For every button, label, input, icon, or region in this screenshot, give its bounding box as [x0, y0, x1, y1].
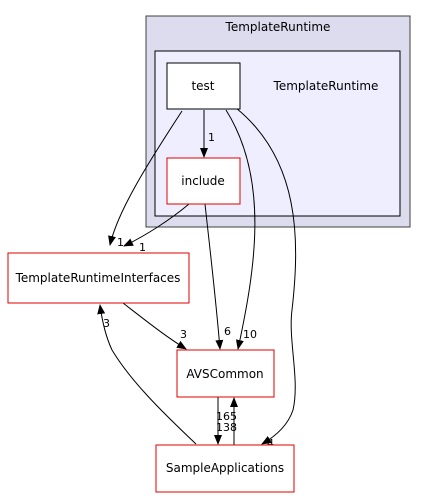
edge-label-sample-interfaces: 3 [103, 317, 110, 330]
node-include[interactable]: include [166, 157, 241, 205]
edge-label-avscommon-sample: 165 [216, 410, 237, 423]
node-test[interactable]: test [166, 62, 241, 110]
node-avscommon-label: AVSCommon [186, 367, 263, 381]
edge-include-interfaces [123, 203, 190, 247]
edge-label-include-interfaces: 1 [139, 241, 146, 254]
node-test-box [166, 62, 241, 110]
edge-label-include-avscommon: 6 [224, 325, 231, 338]
cluster-inner-title: TemplateRuntime [273, 79, 379, 93]
edge-sample-interfaces [97, 304, 197, 445]
node-test-label: test [191, 79, 214, 93]
edge-interfaces-avscommon [122, 302, 187, 350]
node-template-runtime-interfaces[interactable]: TemplateRuntimeInterfaces [7, 252, 190, 304]
node-sample-applications[interactable]: SampleApplications [155, 444, 295, 493]
node-template-runtime-interfaces-label: TemplateRuntimeInterfaces [15, 271, 181, 285]
edge-test-sample [235, 107, 297, 445]
edge-label-test-include: 1 [208, 131, 215, 144]
edges [97, 107, 297, 445]
edge-label-test-avscommon: 10 [243, 328, 257, 341]
cluster-outer-title: TemplateRuntime [225, 20, 331, 34]
node-sample-applications-label: SampleApplications [166, 461, 284, 475]
node-template-runtime-interfaces-box [7, 252, 190, 304]
edge-label-test-sample: 4 [267, 437, 274, 450]
edge-label-interfaces-avscommon: 3 [180, 328, 187, 341]
edge-labels: 1 1 1 3 6 10 4 165 138 3 [103, 131, 274, 450]
node-include-label: include [181, 174, 224, 188]
edge-include-avscommon [204, 203, 224, 350]
edge-label-test-interfaces: 1 [117, 236, 124, 249]
node-include-box [166, 157, 241, 205]
edge-test-avscommon [225, 109, 256, 350]
node-avscommon[interactable]: AVSCommon [176, 349, 275, 398]
node-sample-applications-box [155, 444, 295, 493]
edge-label-sample-avscommon: 138 [216, 421, 237, 434]
node-avscommon-box [176, 349, 275, 398]
edge-test-interfaces [108, 110, 183, 246]
